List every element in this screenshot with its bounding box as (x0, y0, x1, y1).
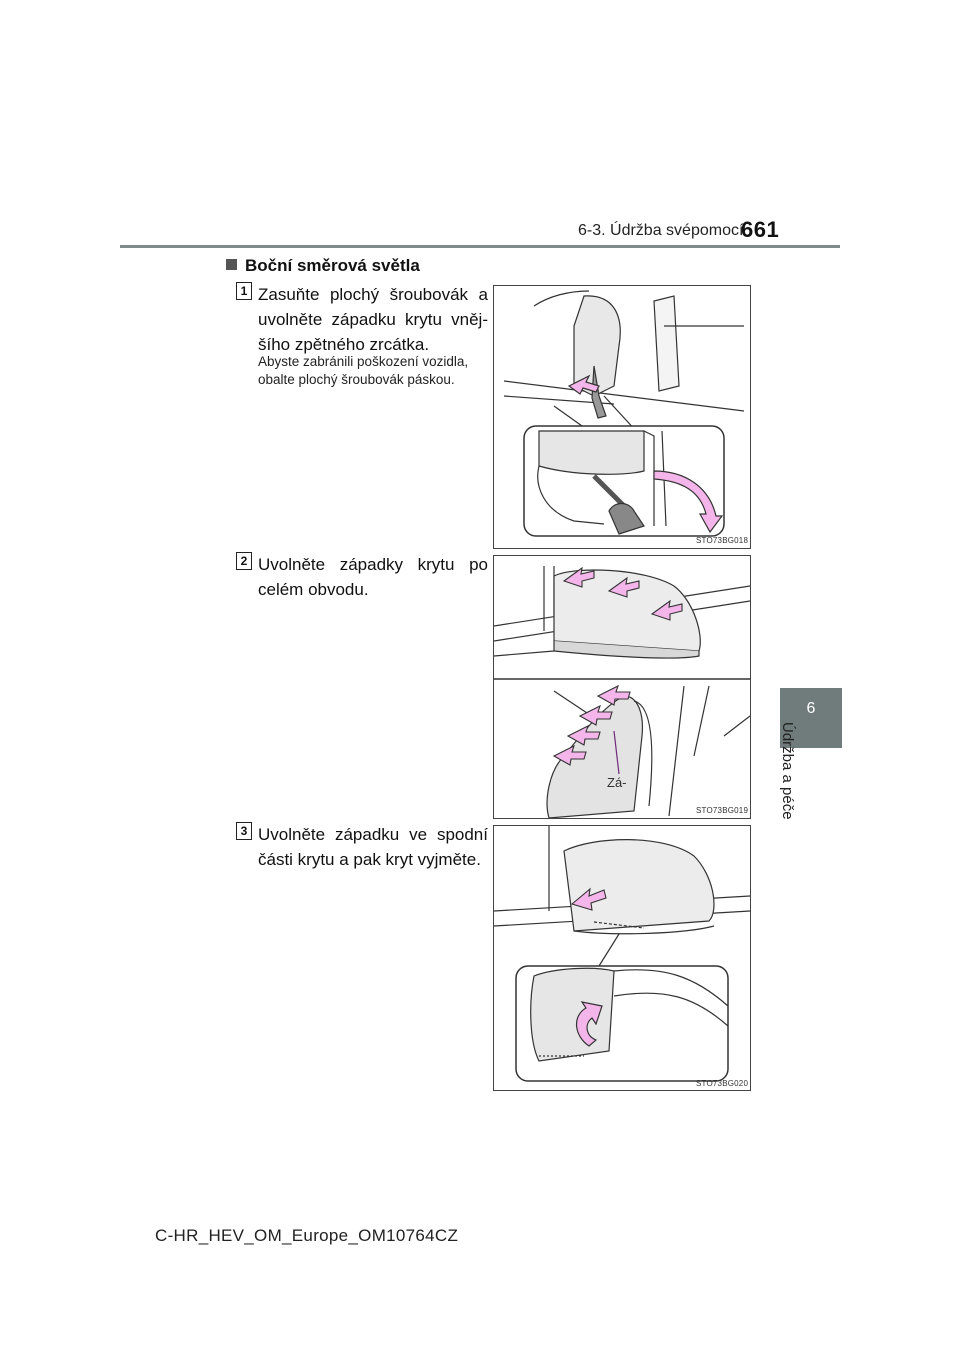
step-number-3: 3 (236, 822, 252, 840)
figure-step-2 (493, 555, 751, 819)
section-heading: Boční směrová světla (226, 256, 420, 276)
figure-code-2: STO73BG019 (696, 806, 749, 815)
section-heading-text: Boční směrová světla (245, 256, 420, 275)
page-number: 661 (741, 217, 780, 242)
figure-step-1 (493, 285, 751, 549)
step-1-text: Zasuňte plochý šroubovák a uvolněte zápa… (258, 285, 488, 354)
chapter-tab (780, 688, 842, 748)
chapter-title-vertical: Údržba a péče (779, 722, 803, 882)
figure-label-clip: Zá- (607, 775, 627, 790)
chapter-title: Údržba a péče (779, 722, 796, 820)
running-header-section: 6-3. Údržba svépomocí (578, 222, 744, 239)
step-2-text: Uvolněte západky krytu po celém obvodu. (258, 555, 488, 599)
step-1-note: Abyste zabránili poškození vozidla, obal… (258, 354, 469, 387)
step-number-2: 2 (236, 552, 252, 570)
arrow-icon (570, 887, 607, 911)
mirror-screwdriver-illustration (503, 290, 745, 537)
arrow-icon (567, 374, 600, 395)
arrow-icon (552, 684, 631, 766)
figure-code-3: STO73BG020 (696, 1079, 749, 1088)
mirror-bottom-clip-illustration (494, 826, 750, 1082)
document-footer-code: C-HR_HEV_OM_Europe_OM10764CZ (155, 1226, 459, 1245)
step-3-text: Uvolněte západku ve spodní části krytu a… (258, 825, 488, 869)
header-rule (120, 245, 840, 248)
curved-arrow-icon (576, 1001, 603, 1047)
curved-arrow-icon (653, 470, 724, 534)
step-number-1: 1 (236, 282, 252, 300)
chapter-number: 6 (806, 700, 816, 717)
figure-step-3 (493, 825, 751, 1091)
figure-code-1: STO73BG018 (696, 536, 749, 545)
heading-square-bullet (226, 259, 237, 270)
mirror-cover-clips-illustration (494, 566, 750, 818)
arrow-icon (562, 566, 683, 621)
